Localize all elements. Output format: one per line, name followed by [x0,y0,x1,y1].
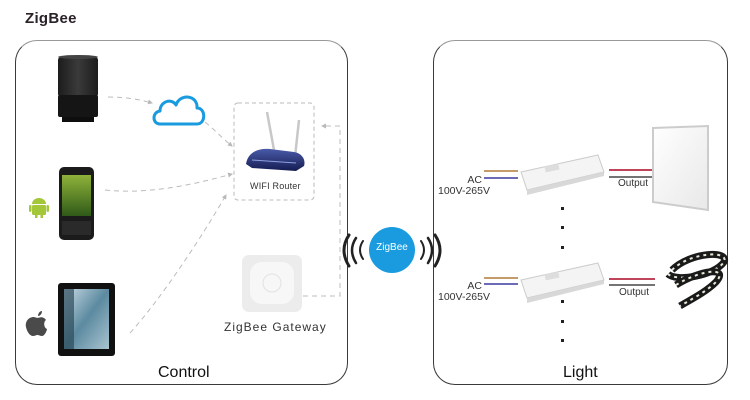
tablet-to-router-arrow [129,194,227,334]
light-panel-label: Light [563,364,598,381]
cloud-icon [152,95,206,126]
more-channels-dots [561,207,564,342]
light-channel-2 [484,250,728,310]
android-phone-icon [59,167,94,240]
router-label: WIFI Router [250,181,301,191]
zigbee-gateway-icon [242,255,302,312]
apple-icon [25,311,47,336]
output-label-1: Output [618,178,649,189]
gateway-to-router-arrow [303,123,341,297]
smart-speaker-icon [58,55,98,122]
output-label-2: Output [619,287,650,298]
voltage-label-2: 100V-265V [438,291,490,303]
zigbee-hub-circle [369,227,415,273]
led-panel-light-icon [652,124,709,212]
cloud-to-router-arrow [204,121,233,147]
control-connections [104,96,341,334]
voltage-label-1: 100V-265V [438,185,490,197]
light-channel-1 [484,124,709,212]
zigbee-hub-label: ZigBee [376,242,408,253]
ac-input-label-1: AC [467,174,482,186]
led-driver-icon [520,154,605,195]
gateway-label: ZigBee Gateway [224,320,327,334]
ipad-icon [58,283,115,356]
router-box [233,102,315,201]
diagram-title: ZigBee [25,10,77,27]
led-strip-icon [665,250,728,310]
wifi-router-icon [246,111,305,171]
phone-to-router-arrow [104,172,233,192]
light-panel [433,40,728,385]
signal-waves-left [342,233,364,268]
led-driver-icon [520,262,605,303]
speaker-to-cloud-arrow [107,96,153,105]
ac-input-label-2: AC [467,280,482,292]
android-icon [29,198,49,218]
control-panel-label: Control [158,364,210,381]
signal-waves-right [420,233,442,268]
